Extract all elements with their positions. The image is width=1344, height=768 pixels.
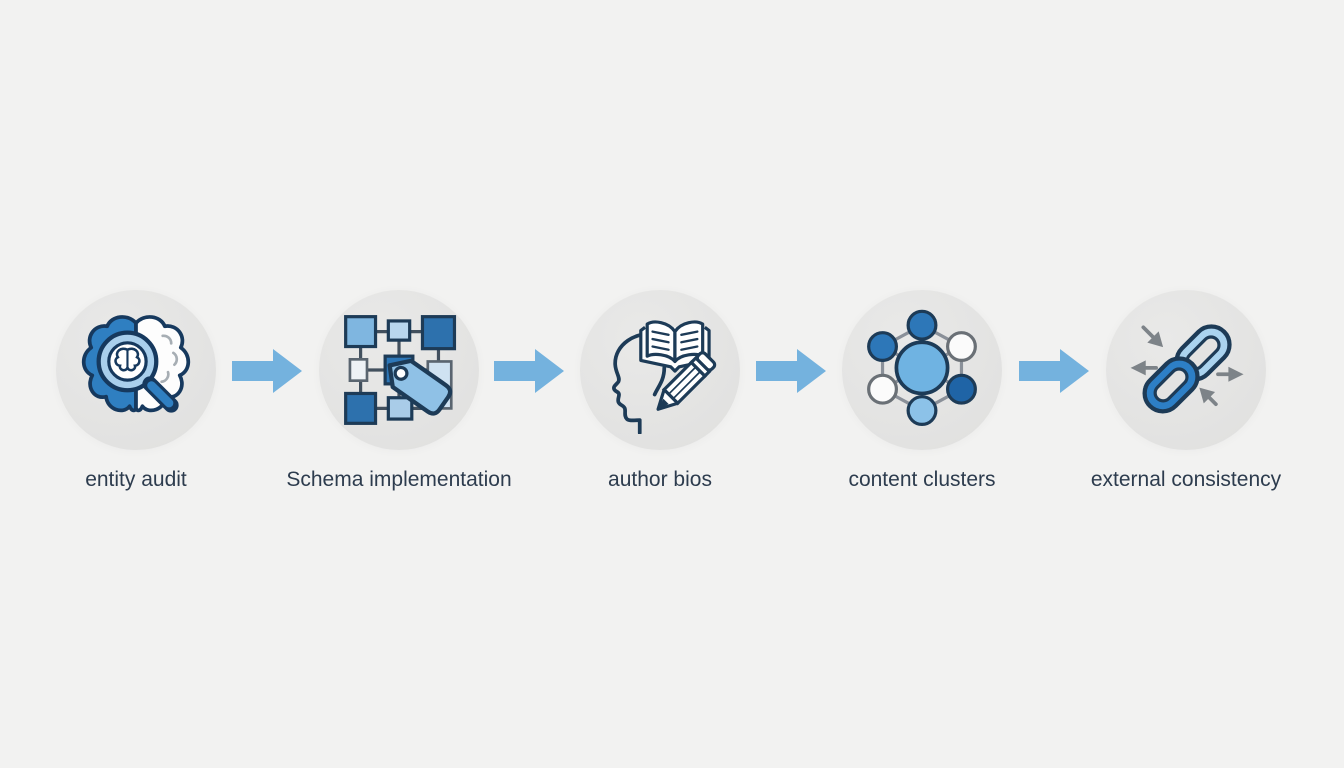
step-label: external consistency (1090, 468, 1282, 492)
schema-grid-tag-icon (344, 315, 457, 425)
chain-link-arrows-icon (1130, 324, 1244, 414)
brain-magnifier-icon (81, 315, 191, 413)
step-label: content clusters (848, 468, 996, 492)
flow-arrow-icon (494, 349, 564, 393)
step-circle (580, 290, 740, 450)
flow-arrow-icon (232, 349, 302, 393)
step-circle (842, 290, 1002, 450)
network-cluster-icon (867, 309, 977, 426)
step-external-consistency: external consistency (1061, 290, 1311, 506)
step-label: author bios (608, 468, 712, 492)
step-author-bios: author bios (535, 290, 785, 506)
step-entity-audit: entity audit (11, 290, 261, 506)
step-label: Schema implementation (286, 468, 512, 492)
step-circle (319, 290, 479, 450)
step-content-clusters: content clusters (797, 290, 1047, 506)
step-circle (56, 290, 216, 450)
head-book-pencil-icon (612, 320, 717, 434)
step-schema-implementation: Schema implementation (274, 290, 524, 506)
step-circle (1106, 290, 1266, 450)
flow-arrow-icon (756, 349, 826, 393)
flow-arrow-icon (1019, 349, 1089, 393)
step-label: entity audit (85, 468, 187, 492)
